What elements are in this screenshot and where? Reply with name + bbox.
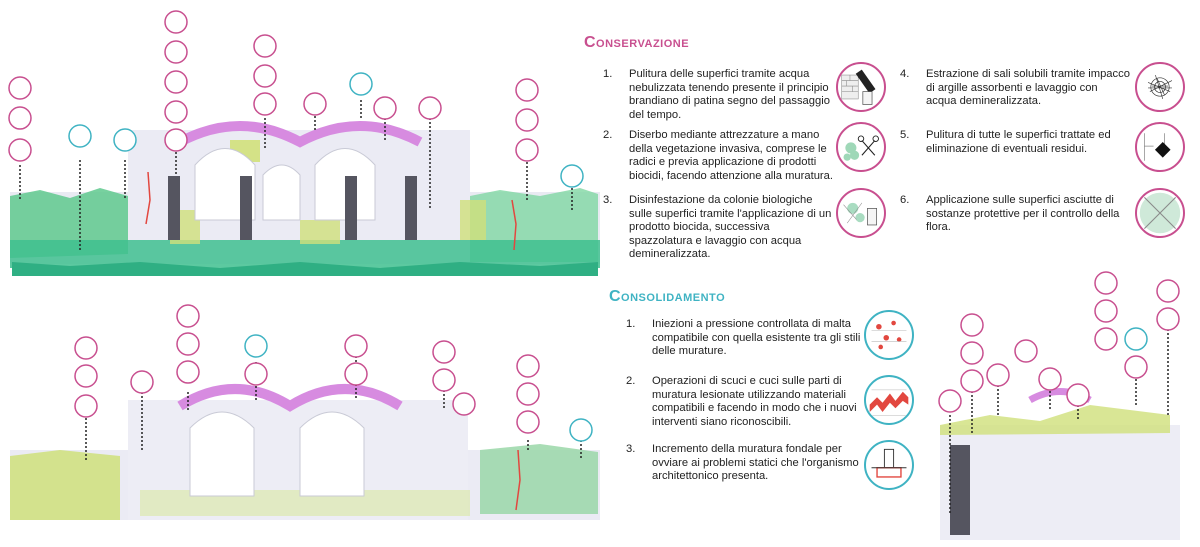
cracks: [145, 171, 517, 251]
vegetation-layer: [10, 188, 600, 276]
marker-circles: [74, 304, 593, 442]
step-number: 4.: [900, 68, 910, 80]
step-text: Applicazione sulle superfici asciutte di…: [926, 194, 1120, 234]
salt-extraction-icon: [1135, 62, 1185, 112]
step-number: 2.: [626, 375, 636, 387]
conservazione-list-right: 4. Estrazione di sali solubili tramite i…: [900, 68, 1130, 238]
conservazione-title: Conservazione: [584, 34, 690, 51]
step-text: Estrazione di sali solubili tramite impa…: [926, 68, 1130, 108]
step-text: Iniezioni a pressione controllata di mal…: [652, 318, 861, 358]
masonry-columns: [168, 176, 417, 240]
step-text: Pulitura delle superfici tramite acqua n…: [629, 68, 830, 121]
step-text: Diserbo mediante attrezzature a mano del…: [629, 129, 833, 182]
cracks: [515, 449, 521, 511]
foundation-icon: [864, 440, 914, 490]
step-number: 1.: [603, 68, 613, 80]
step-number: 1.: [626, 318, 636, 330]
step-text: Disinfestazione da colonie biologiche su…: [629, 194, 832, 261]
spray-bottle-icon: [836, 62, 886, 112]
vegetation-layer: [940, 388, 1170, 435]
marker-circles: [938, 271, 1180, 413]
elevation-bottom-left: [10, 304, 600, 520]
elevation-bottom-right: [938, 271, 1180, 540]
arches: [177, 384, 403, 497]
step-number: 2.: [603, 129, 613, 141]
moss-layer: [170, 140, 486, 244]
consolidamento-title: Consolidamento: [609, 288, 726, 305]
step-number: 5.: [900, 129, 910, 141]
step-text: Operazioni di scuci e cuci sulle parti d…: [652, 375, 857, 428]
scuci-cuci-icon: [864, 375, 914, 425]
injection-icon: [864, 310, 914, 360]
elevation-top-left: [8, 10, 600, 276]
step-text: Incremento della muratura fondale per ov…: [652, 443, 859, 483]
elevation-walls: [940, 425, 1180, 540]
conservazione-list-left: 1. Pulitura delle superfici tramite acqu…: [603, 68, 833, 260]
step-number: 6.: [900, 194, 910, 206]
marker-circles: [8, 10, 584, 188]
consolidamento-list: 1. Iniezioni a pressione controllata di …: [626, 318, 862, 488]
protective-coating-icon: [1135, 188, 1185, 238]
step-number: 3.: [626, 443, 636, 455]
step-text: Pulitura di tutte le superfici trattate …: [926, 129, 1111, 155]
step-number: 3.: [603, 194, 613, 206]
residue-cleaning-icon: [1135, 122, 1185, 172]
scissors-plant-icon: [836, 122, 886, 172]
biocide-spray-icon: [836, 188, 886, 238]
